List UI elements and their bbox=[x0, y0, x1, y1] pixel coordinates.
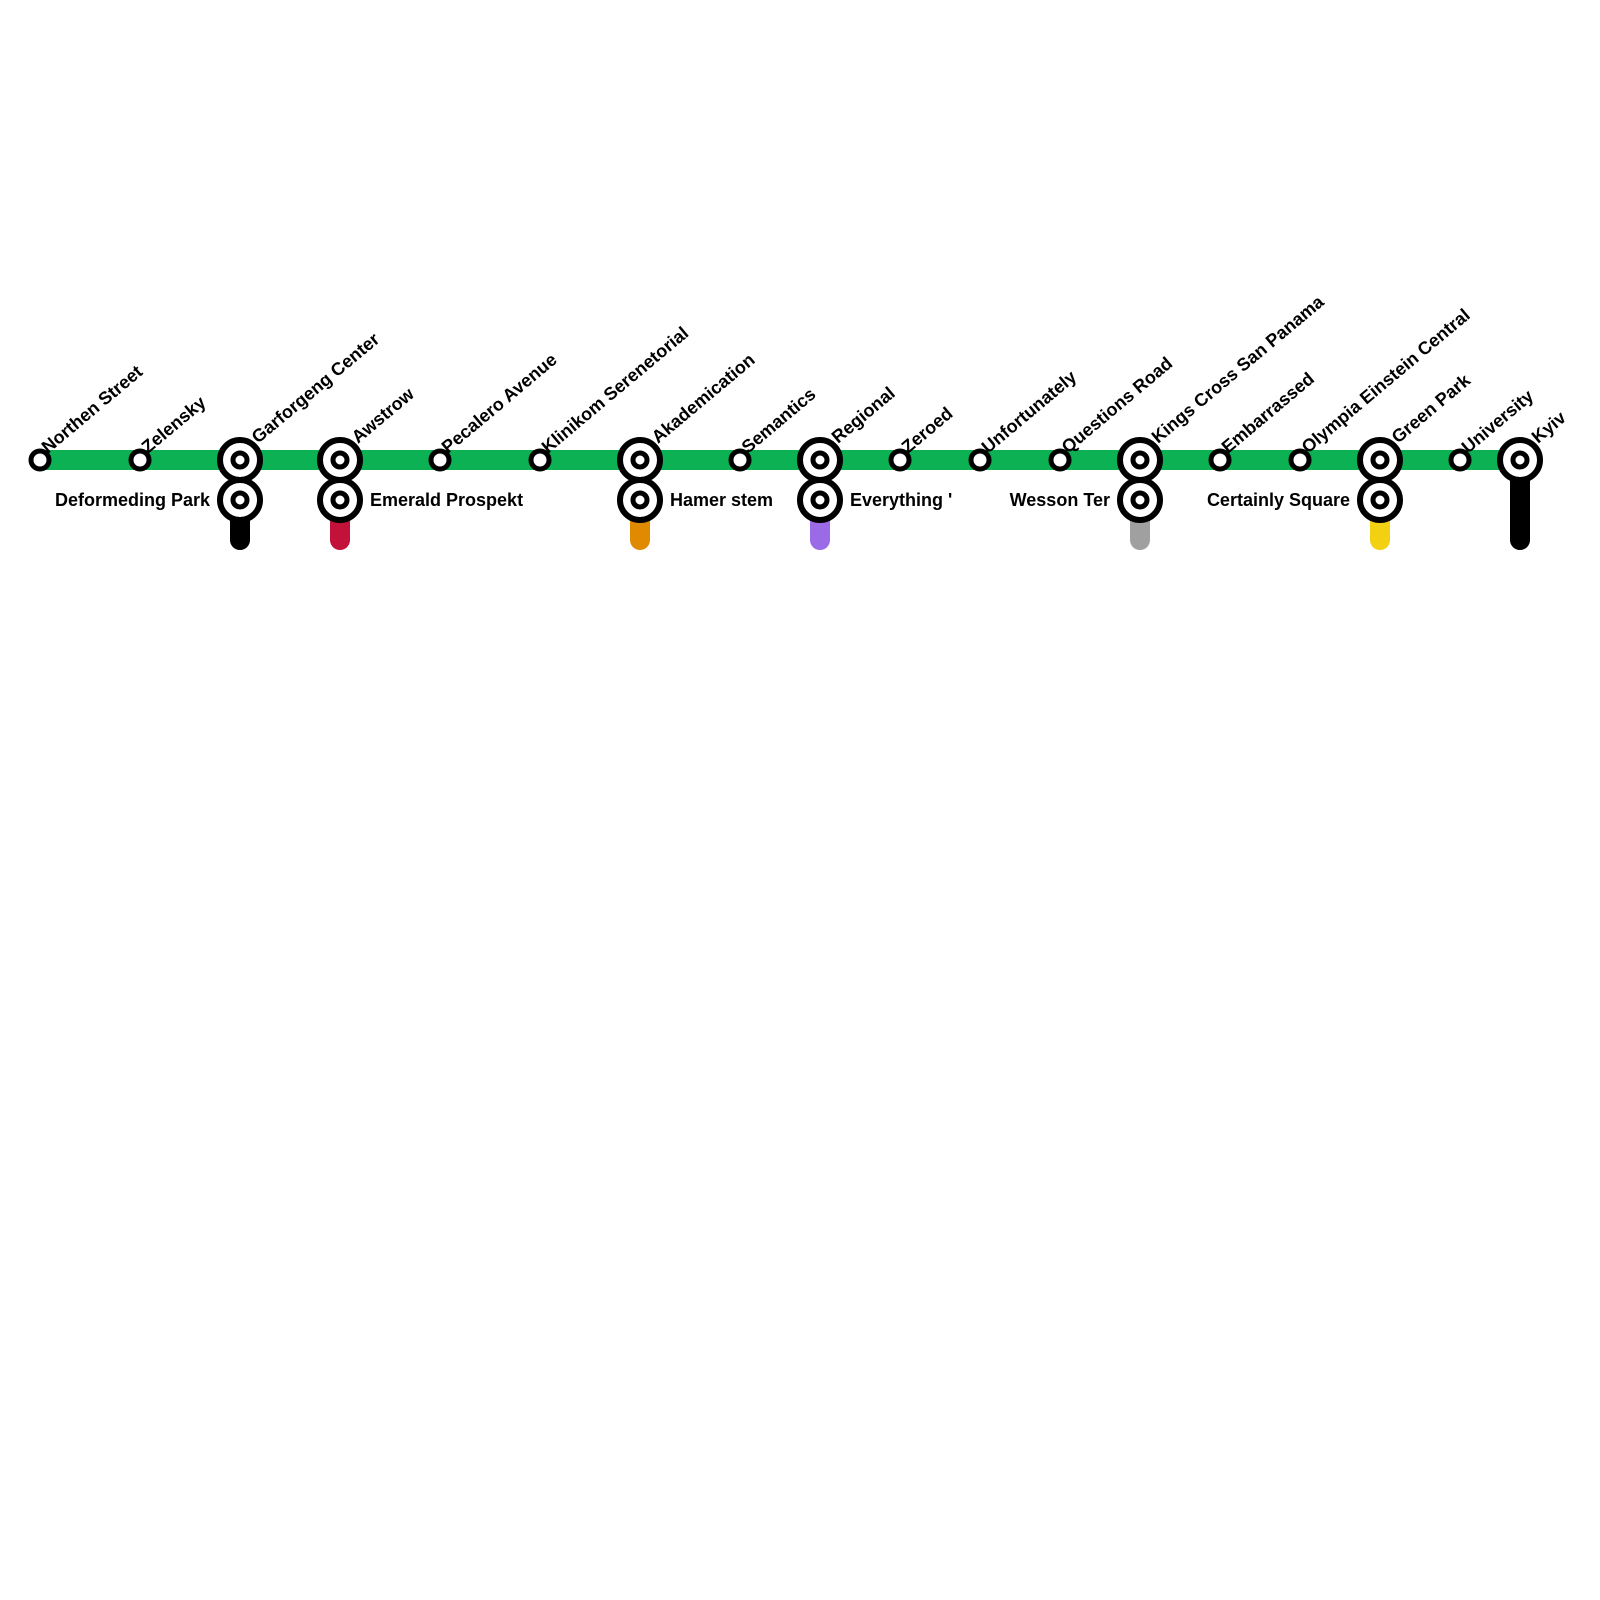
station-layer bbox=[28, 437, 1543, 523]
branch-station-label: Emerald Prospekt bbox=[370, 490, 523, 510]
station-marker[interactable] bbox=[317, 437, 363, 483]
branch-station-marker[interactable] bbox=[217, 477, 263, 523]
station-label: Kyiv bbox=[1528, 407, 1570, 447]
station-marker[interactable] bbox=[888, 448, 912, 472]
station-marker[interactable] bbox=[1208, 448, 1232, 472]
station-marker[interactable] bbox=[28, 448, 52, 472]
station-marker[interactable] bbox=[217, 437, 263, 483]
station-marker[interactable] bbox=[797, 437, 843, 483]
station-marker[interactable] bbox=[1048, 448, 1072, 472]
station-marker[interactable] bbox=[428, 448, 452, 472]
branch-station-marker[interactable] bbox=[797, 477, 843, 523]
station-label: Regional bbox=[828, 383, 899, 447]
branch-station-label: Hamer stem bbox=[670, 490, 773, 510]
station-marker[interactable] bbox=[1288, 448, 1312, 472]
station-label: Northen Street bbox=[38, 361, 147, 457]
branch-station-label: Deformeding Park bbox=[55, 490, 211, 510]
branch-station-marker[interactable] bbox=[317, 477, 363, 523]
branch-station-marker[interactable] bbox=[1117, 477, 1163, 523]
station-marker[interactable] bbox=[128, 448, 152, 472]
station-marker[interactable] bbox=[728, 448, 752, 472]
station-marker[interactable] bbox=[1117, 437, 1163, 483]
station-marker[interactable] bbox=[528, 448, 552, 472]
branch-station-label: Everything ' bbox=[850, 490, 952, 510]
station-label: Zelensky bbox=[138, 392, 210, 457]
branch-station-label: Certainly Square bbox=[1207, 490, 1350, 510]
station-marker[interactable] bbox=[1448, 448, 1472, 472]
station-label: Akademication bbox=[648, 349, 759, 447]
station-label: Zeroed bbox=[898, 403, 957, 457]
station-marker[interactable] bbox=[1497, 437, 1543, 483]
station-marker[interactable] bbox=[1357, 437, 1403, 483]
station-marker[interactable] bbox=[968, 448, 992, 472]
station-label: Awstrow bbox=[348, 383, 419, 447]
station-marker[interactable] bbox=[617, 437, 663, 483]
branch-station-marker[interactable] bbox=[1357, 477, 1403, 523]
branch-station-marker[interactable] bbox=[617, 477, 663, 523]
branch-station-label: Wesson Ter bbox=[1010, 490, 1110, 510]
